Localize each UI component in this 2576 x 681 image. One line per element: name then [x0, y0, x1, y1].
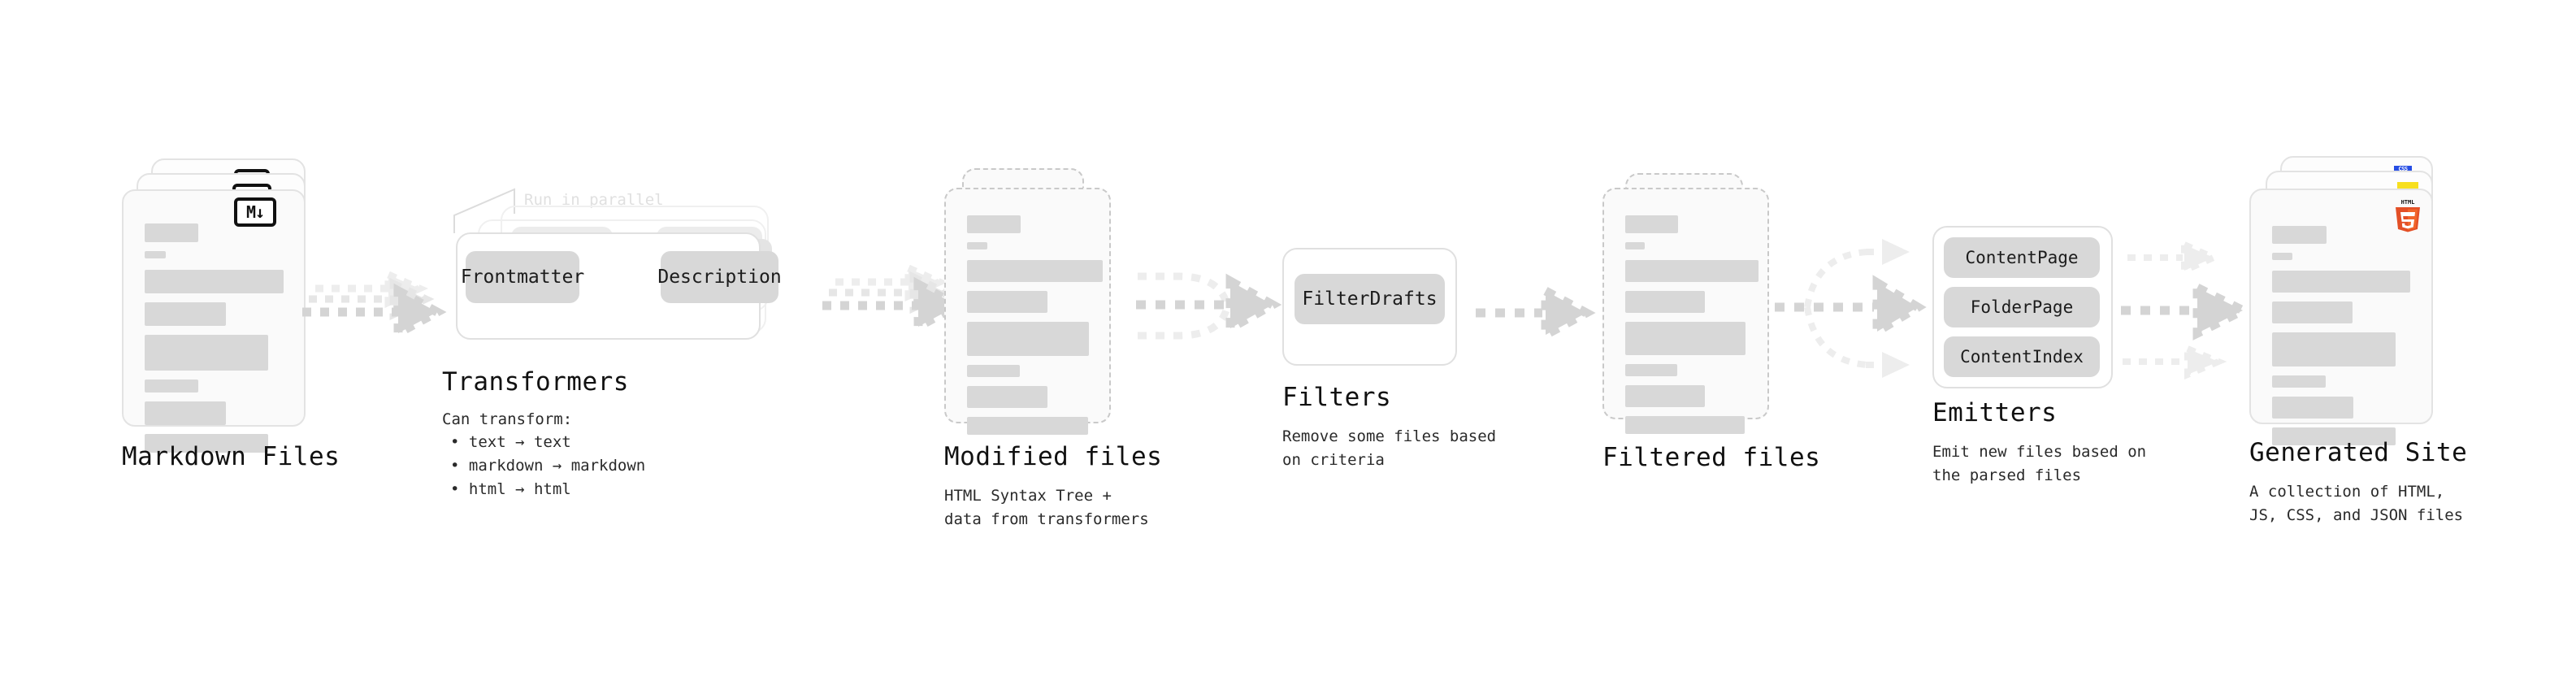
stage-subtitle-generated-site: A collection of HTML, JS, CSS, and JSON … — [2249, 483, 2464, 524]
markdown-card-front — [122, 189, 306, 453]
stage-title-filtered-files: Filtered files — [1602, 443, 1821, 472]
markdown-badge-icon: M↓ — [234, 197, 276, 227]
conn-filtered-emitters — [1770, 237, 1932, 380]
stage-title-filters: Filters — [1282, 383, 1392, 412]
stage-title-modified-files: Modified files — [944, 442, 1163, 471]
emitters-chip-contentindex-label: ContentIndex — [1960, 347, 2084, 367]
stage-modified-files: Modified files HTML Syntax Tree + data f… — [944, 168, 1162, 528]
filtered-card-front — [1602, 188, 1769, 434]
stage-title-emitters: Emitters — [1932, 398, 2058, 427]
conn-markdown-transformers — [301, 268, 447, 358]
transformers-bullet-2: • html → html — [450, 480, 571, 498]
filters-chip-filterdrafts-label: FilterDrafts — [1302, 288, 1438, 310]
run-in-parallel-bracket — [453, 188, 515, 233]
emitters-chip-contentindex[interactable]: ContentIndex — [1944, 336, 2100, 377]
html5-badge-icon: HTML — [2392, 197, 2423, 232]
stage-generated-site: CSS HTML — [2249, 156, 2467, 524]
site-card-lines — [2251, 190, 2431, 445]
stage-subtitle-modified-files: HTML Syntax Tree + data from transformer… — [944, 487, 1149, 528]
stage-transformers: Run in parallel — [442, 183, 825, 498]
conn-transformers-modified — [821, 262, 967, 351]
emitters-chip-folderpage[interactable]: FolderPage — [1944, 287, 2100, 327]
run-in-parallel-label: Run in parallel — [524, 191, 664, 209]
css-badge-icon: CSS — [2394, 166, 2412, 174]
transformers-bullet-list: • text → text • markdown → markdown • ht… — [450, 431, 645, 501]
emitters-chip-folderpage-label: FolderPage — [1970, 297, 2074, 317]
filtered-card-lines — [1604, 189, 1767, 434]
transformers-bullet-0: • text → text — [450, 433, 571, 451]
svg-text:HTML: HTML — [2401, 199, 2415, 206]
markdown-card-lines — [124, 191, 304, 453]
conn-modified-filters — [1130, 258, 1284, 364]
stage-emitters: ContentPage FolderPage ContentIndex Emit… — [1932, 226, 2146, 484]
transformers-chip-description-label: Description — [657, 267, 782, 288]
conn-emitters-site — [2119, 229, 2262, 384]
emitters-chip-contentpage-label: ContentPage — [1965, 248, 2079, 267]
filters-chip-filterdrafts[interactable]: FilterDrafts — [1295, 274, 1445, 324]
stage-title-markdown-files: Markdown Files — [122, 442, 340, 471]
emitters-chip-contentpage[interactable]: ContentPage — [1944, 237, 2100, 278]
stage-filtered-files: Filtered files — [1602, 173, 1820, 472]
conn-filters-filtered — [1472, 283, 1602, 348]
stage-subtitle-transformers: Can transform: — [442, 410, 573, 428]
modified-card-lines — [946, 189, 1109, 435]
transformers-chip-frontmatter-label: Frontmatter — [460, 267, 585, 288]
stage-title-generated-site: Generated Site — [2249, 438, 2468, 467]
stage-subtitle-filters: Remove some files based on criteria — [1282, 427, 1497, 469]
transformers-chip-frontmatter[interactable]: Frontmatter — [461, 251, 584, 303]
stage-title-transformers: Transformers — [442, 367, 629, 397]
stage-filters: FilterDrafts Filters Remove some files b… — [1282, 248, 1496, 469]
stage-markdown-files: M↓ M↓ M↓ Markdown Files — [122, 158, 340, 471]
stage-subtitle-emitters: Emit new files based on the parsed files — [1932, 443, 2147, 484]
transformers-chip-description[interactable]: Description — [657, 251, 782, 303]
transformers-bullet-1: • markdown → markdown — [450, 457, 646, 475]
modified-card-front — [944, 188, 1111, 435]
